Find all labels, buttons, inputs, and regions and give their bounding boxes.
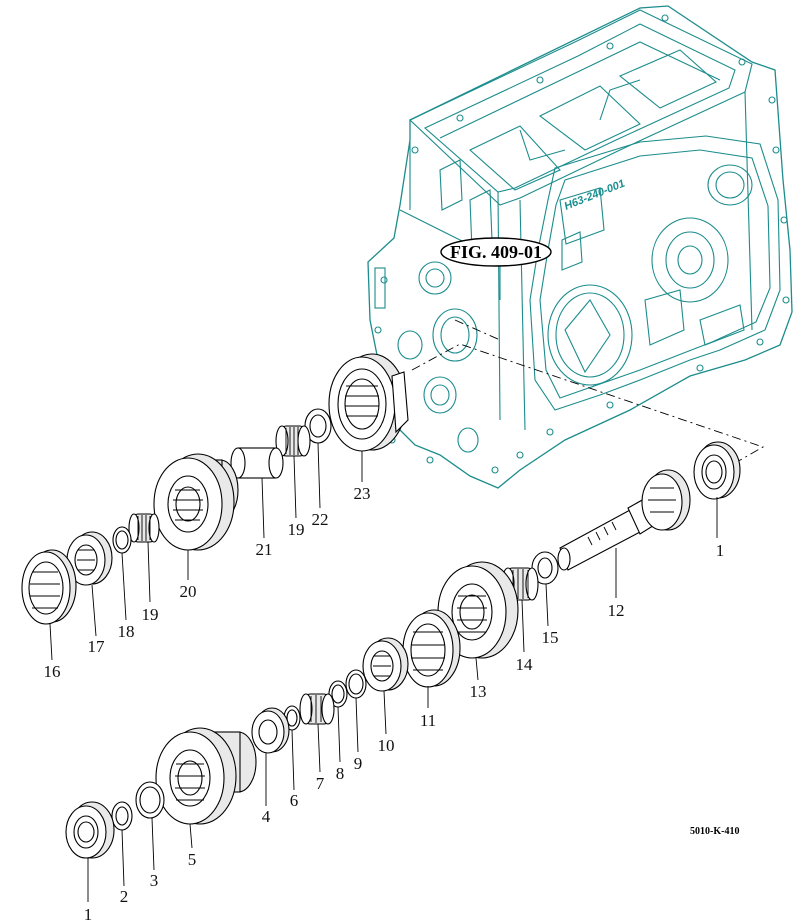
part-15-washer [531,551,559,585]
callout-15: 15 [542,628,559,647]
callout-2: 2 [120,887,129,906]
drawing-code: 5010-K-410 [690,826,739,837]
callout-3: 3 [150,871,159,890]
part-9-snap-ring [345,669,367,699]
part-19-needle-bearing-lower [128,513,160,543]
callout-9: 9 [354,754,363,773]
callout-18: 18 [118,622,135,641]
callout-5: 5 [188,850,197,869]
callout-16: 16 [44,662,61,681]
callout-19: 19 [142,605,159,624]
callout-21: 21 [256,540,273,559]
figure-title: FIG. 409-01 [450,242,542,262]
part-21-bushing [230,447,284,479]
callout-7: 7 [316,774,325,793]
part-20-cluster-gear [153,453,239,551]
callout-11: 11 [420,711,436,730]
callout-12: 12 [608,601,625,620]
callout-4: 4 [262,807,271,826]
callout-labels: 1 1 2 3 4 5 6 7 8 9 10 11 12 13 14 15 16… [44,484,725,924]
part-5-cluster-gear [155,727,257,825]
part-12-shaft [557,469,691,571]
leader-lines [49,442,718,902]
callout-22: 22 [312,510,329,529]
part-10-gear [362,637,409,692]
callout-14: 14 [516,655,534,674]
part-2-washer [111,801,133,831]
part-7-needle-bearing [299,693,335,725]
callout-20: 20 [180,582,197,601]
transmission-housing: H63-240-001 [367,5,793,489]
part-3-snap-ring [135,781,165,819]
callout-8: 8 [336,764,345,783]
part-11-coupler-sleeve [402,609,461,688]
part-16-coupler-sleeve [21,549,77,625]
callout-19: 19 [288,520,305,539]
callout-1: 1 [716,541,725,560]
callout-17: 17 [88,637,106,656]
part-23-gear [328,353,409,452]
callout-10: 10 [378,736,395,755]
callout-6: 6 [290,791,299,810]
part-17-gear [66,531,113,586]
callout-23: 23 [354,484,371,503]
part-19-needle-bearing-upper [275,425,311,457]
part-1-bearing-upper [693,441,741,500]
callout-13: 13 [470,682,487,701]
figure-title-badge: FIG. 409-01 [440,237,552,267]
part-1-bearing-lower [65,801,115,859]
part-4-bearing [251,707,290,754]
callout-1: 1 [84,905,93,924]
part-18-snap-ring [112,526,132,554]
